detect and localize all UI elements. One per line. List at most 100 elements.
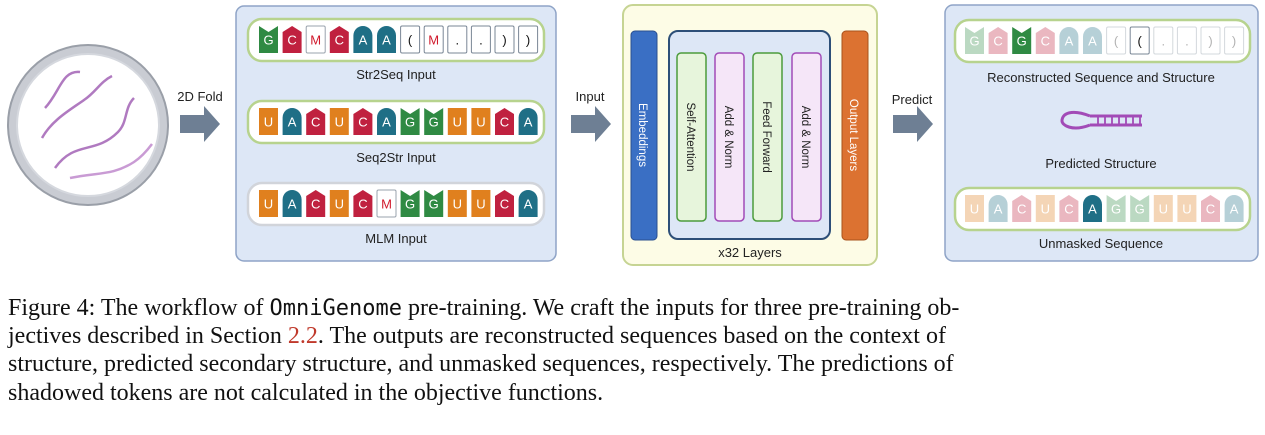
nucleotide-token: C [1035,27,1055,54]
svg-text:.: . [479,33,483,48]
transformer-stack [668,30,831,240]
nucleotide-token: U [259,108,278,135]
svg-text:.: . [1185,34,1189,49]
output-layers-block [841,30,869,241]
nucleotide-token: A [282,108,302,135]
caption-line-2a: jectives described in Section [8,323,288,349]
nucleotide-token: C [353,108,373,135]
caption-line-4: shadowed tokens are not calculated in th… [8,380,604,406]
nucleotide-token: U [1177,195,1197,222]
nucleotide-token: A [282,190,302,217]
svg-text:C: C [1041,34,1050,49]
structure-token: . [1153,26,1174,55]
section-ref-link[interactable]: 2.2 [287,323,318,349]
predicted-structure-label: Predicted Structure [1045,156,1156,171]
nucleotide-token: C [329,26,349,53]
structure-token: ) [518,25,539,54]
svg-text:G: G [429,115,439,130]
str2seq-label: Str2Seq Input [356,67,436,82]
svg-text:(: ( [1114,34,1119,49]
svg-text:G: G [405,115,415,130]
nucleotide-token: G [965,27,984,54]
svg-text:A: A [1088,34,1097,49]
nucleotide-token: G [424,108,444,135]
svg-text:C: C [335,33,344,48]
structure-token: ) [1224,26,1245,55]
svg-text:C: C [500,197,509,212]
nucleotide-token: A [1059,27,1079,54]
svg-text:.: . [1161,34,1165,49]
svg-text:M: M [428,33,439,48]
svg-text:G: G [1135,202,1145,217]
structure-token: . [1176,26,1197,55]
nucleotide-token: C [988,27,1008,54]
nucleotide-token: U [447,190,467,217]
structure-token: ( [1106,26,1127,55]
add-norm-label-1: Add & Norm [722,106,734,169]
nucleotide-token: U [329,108,349,135]
nucleotide-token: C [306,108,326,135]
svg-text:A: A [524,115,533,130]
nucleotide-token: A [353,26,373,53]
svg-text:A: A [1065,34,1074,49]
svg-text:G: G [263,33,273,48]
svg-text:C: C [311,115,320,130]
nucleotide-token: C [282,26,302,53]
output-layers-label: Output Layers [847,99,859,171]
mlm-label: MLM Input [365,231,427,246]
predict-label: Predict [892,92,933,107]
nucleotide-token: A [377,108,396,135]
feed-forward-block [752,52,783,222]
structure-token: ( [400,25,421,54]
caption-line-2: jectives described in Section 2.2. The o… [8,322,1258,351]
fold-label: 2D Fold [177,89,223,104]
nucleotide-token: C [353,190,373,217]
svg-text:G: G [969,34,979,49]
nucleotide-token: C [1059,195,1079,222]
svg-text:U: U [264,197,273,212]
caption-line-1a: Figure 4: The workflow of [8,295,270,321]
add-norm-label-2: Add & Norm [799,106,811,169]
nucleotide-token: M [376,189,397,218]
nucleotide-token: U [965,195,984,222]
layers-count-label: x32 Layers [718,245,782,260]
nucleotide-token: M [305,25,326,54]
structure-token: ) [494,25,515,54]
nucleotide-token: G [1012,27,1032,54]
svg-text:): ) [526,33,530,48]
svg-text:U: U [453,197,462,212]
svg-text:A: A [382,33,391,48]
nucleotide-token: C [495,108,514,135]
structure-token: M [423,25,444,54]
nucleotide-token: A [377,26,396,53]
svg-text:C: C [1206,202,1215,217]
nucleotide-token: G [1106,195,1126,222]
nucleotide-token: A [988,195,1008,222]
nucleotide-token: G [259,26,278,53]
add-norm-block-1 [714,52,745,222]
structure-token: ) [1200,26,1221,55]
svg-text:.: . [455,33,459,48]
nucleotide-token: C [495,190,514,217]
svg-text:A: A [994,202,1003,217]
nucleotide-token: G [400,108,420,135]
svg-text:U: U [335,197,344,212]
add-norm-block-2 [791,52,822,222]
nucleotide-token: U [471,108,491,135]
seq2str-label: Seq2Str Input [356,150,436,165]
unmasked-label: Unmasked Sequence [1039,236,1163,251]
predict-arrow [893,106,933,142]
reconstructed-label: Reconstructed Sequence and Structure [987,70,1215,85]
svg-text:U: U [264,115,273,130]
svg-text:U: U [1159,202,1168,217]
caption-line-3: structure, predicted secondary structure… [8,351,954,377]
hairpin-structure-icon [1060,110,1142,130]
embeddings-label: Embeddings [636,103,648,167]
nucleotide-token: G [424,190,444,217]
nucleotide-token: U [329,190,349,217]
